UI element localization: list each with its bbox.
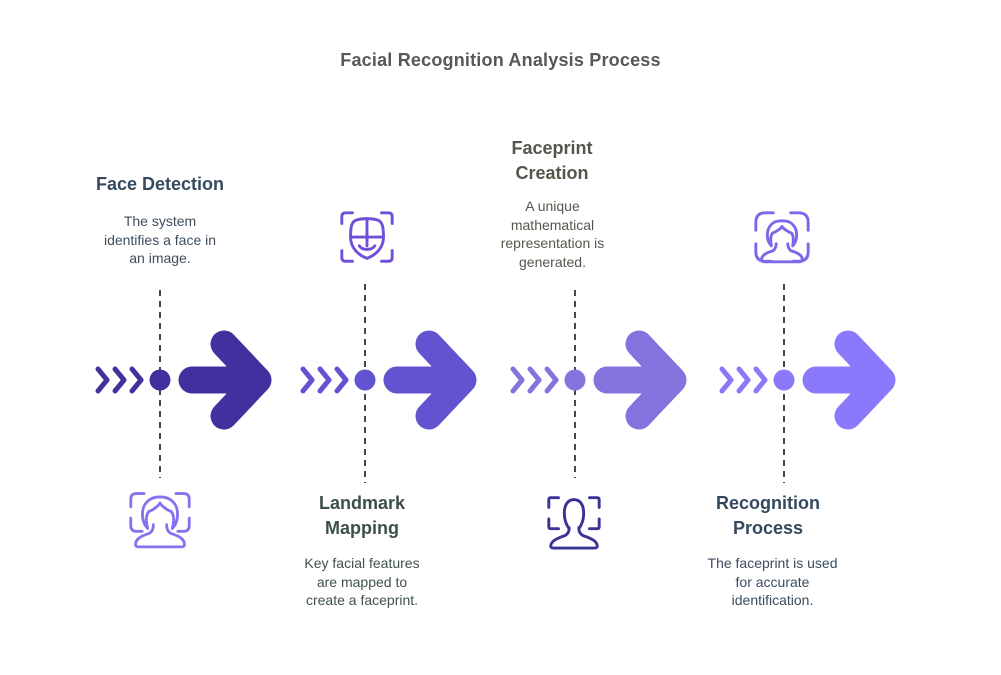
step-description: The faceprint is used for accurate ident… (695, 554, 850, 610)
desc-line: an image. (129, 250, 191, 266)
desc-line: A unique (525, 198, 580, 214)
timeline-dot (149, 369, 171, 391)
desc-line: create a faceprint. (305, 592, 419, 608)
timeline-dot (354, 369, 376, 391)
step-description: The system identifies a face in an image… (85, 212, 235, 268)
desc-line: identifies a face in (103, 231, 217, 248)
chevrons-icon (719, 366, 768, 394)
desc-line: identification. (731, 592, 814, 608)
arrow-right-icon (802, 330, 896, 430)
person-scan-icon (547, 496, 601, 550)
desc-line: mathematical (510, 216, 595, 233)
timeline-dot (773, 369, 795, 391)
timeline-segment-4 (719, 330, 896, 430)
timeline-segment-2 (300, 330, 477, 430)
step-heading: Recognition Process (716, 493, 820, 538)
step-heading: Landmark Mapping (318, 493, 406, 538)
woman-scan-rounded-icon (754, 211, 810, 264)
page-title: Facial Recognition Analysis Process (340, 50, 661, 70)
chevrons-icon (95, 366, 144, 394)
arrow-right-icon (178, 330, 272, 430)
step-description: Key facial features are mapped to create… (287, 554, 437, 610)
desc-line: The system (123, 213, 197, 229)
timeline-dot (564, 369, 586, 391)
arrow-right-icon (593, 330, 687, 430)
step-heading: Face Detection (95, 174, 225, 194)
face-grid-scan-icon (340, 211, 394, 263)
step-heading: Faceprint Creation (511, 138, 593, 183)
desc-line: The faceprint is used (707, 555, 838, 571)
desc-line: are mapped to (316, 573, 408, 590)
chevrons-icon (300, 366, 349, 394)
arrow-right-icon (383, 330, 477, 430)
desc-line: generated. (519, 253, 586, 270)
chevrons-icon (510, 366, 559, 394)
desc-line: representation is (500, 235, 605, 251)
desc-line: for accurate (735, 573, 810, 590)
woman-face-scan-icon (129, 492, 191, 549)
timeline-segment-3 (510, 330, 687, 430)
timeline-segment-1 (95, 330, 272, 430)
desc-line: Key facial features (304, 555, 420, 571)
step-description: A unique mathematical representation is … (480, 197, 625, 271)
